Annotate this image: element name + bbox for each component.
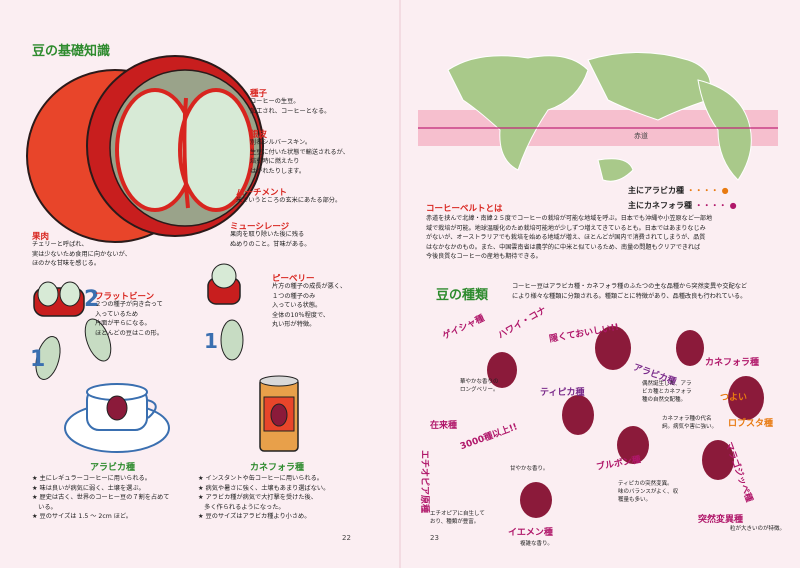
legend-arabica: 主にアラビカ種 ・・・・ ● bbox=[628, 185, 729, 196]
peaberry-illustration: 1 bbox=[204, 263, 244, 361]
label-canephora-hand: カネフォラ種 bbox=[705, 358, 760, 368]
legend-canephora-marker: ・・・・ ● bbox=[694, 201, 737, 210]
gutter bbox=[399, 0, 401, 568]
varieties-text: コーヒー豆はアラビカ種・カネフォラ種のふたつの主な品種から突然変異や交配など に… bbox=[512, 283, 748, 300]
label-mutation: 突然変異種 bbox=[698, 515, 744, 525]
label-kaniku-text: チェリーと呼ばれ、 実は少ないため食用に向かないが、 ほのかな甘味を感じる。 bbox=[32, 241, 131, 268]
note-ethiopia: エチオピアに自生して おり、種類が豊富。 bbox=[430, 511, 485, 525]
note-typica: ティピカの突然変異。 味のバランスがよく、収 穫量も多い。 bbox=[618, 481, 679, 503]
label-ethiopia: エチオピア原種 bbox=[419, 450, 429, 514]
label-ginpi-title: 銀皮 bbox=[250, 130, 268, 140]
label-ginpi-text: 別名シルバースキン。 生豆に付いた状態で輸送されるが、 焙煎時に燃えたり はがれ… bbox=[250, 139, 349, 175]
note-geisha: 華やかな香りの ロングベリー。 bbox=[460, 379, 499, 393]
legend-arabica-marker: ・・・・ ● bbox=[686, 186, 729, 195]
legend-arabica-label: 主にアラビカ種 bbox=[628, 186, 684, 195]
page-title-left: 豆の基礎知識 bbox=[32, 44, 111, 59]
label-peaberry-title: ピーベリー bbox=[272, 274, 315, 284]
legend-canephora-label: 主にカネフォラ種 bbox=[628, 201, 692, 210]
coffee-cup-illustration bbox=[64, 383, 170, 453]
flatbean-illustration: 1 2 bbox=[30, 281, 112, 380]
label-mucilage-title: ミューシレージ bbox=[230, 222, 290, 232]
note-canephora: カネフォラ種の代名 詞。病気や害に強い。 bbox=[662, 416, 718, 430]
right-page: 赤道 主にアラビカ種 ・・・・ ● 主にカネフォラ種 ・・・・ ● コーヒーベル… bbox=[400, 0, 800, 568]
label-shushi-text: コーヒーの生豆。 加工され、コーヒーとなる。 bbox=[250, 98, 331, 115]
svg-text:2: 2 bbox=[84, 287, 99, 312]
svg-text:1: 1 bbox=[30, 347, 45, 372]
canephora-text: ★ インスタントや缶コーヒーに用いられる。 ★ 病気や暑さに強く、土壌もあまり選… bbox=[198, 475, 330, 521]
left-page: 豆の基礎知識 種子 コーヒーの生豆。 加工され、コーヒーとなる。 銀皮 別名シル… bbox=[26, 44, 351, 542]
label-flatbean-text: ２つの種子が向き合って 入っているため 片面が平らになる。 ほとんどの豆はこの形… bbox=[95, 301, 163, 337]
arabica-title: アラビカ種 bbox=[90, 463, 136, 473]
coffee-belt-title: コーヒーベルトとは bbox=[426, 204, 503, 214]
label-parchment-title: パーチメント bbox=[236, 188, 288, 198]
note-maragogype: 粒が大きいのが特徴。 bbox=[730, 526, 786, 532]
label-typica: ティピカ種 bbox=[540, 388, 585, 398]
label-mucilage-text: 果肉を取り除いた後に残る ぬめりのこと。甘味がある。 bbox=[230, 231, 311, 248]
equator-label: 赤道 bbox=[634, 132, 648, 140]
varieties-title: 豆の種類 bbox=[436, 288, 489, 303]
svg-text:1: 1 bbox=[204, 329, 218, 353]
legend-canephora: 主にカネフォラ種 ・・・・ ● bbox=[628, 200, 737, 211]
coffee-belt-text: 赤道を挟んで北緯・南緯２５度でコーヒーの栽培が可能な地域を呼ぶ。日本でも沖縄や小… bbox=[426, 215, 713, 261]
label-zairai: 在来種 bbox=[430, 421, 458, 431]
label-shushi-title: 種子 bbox=[250, 89, 268, 99]
label-strong: つよい bbox=[720, 393, 748, 403]
page-number-left: 22 bbox=[342, 534, 351, 542]
note-yemen: 複雑な香り。 bbox=[520, 541, 553, 547]
arabica-text: ★ 主にレギュラーコーヒーに用いられる。 ★ 味は良いが病気に弱く、土壌を選ぶ。… bbox=[32, 475, 170, 521]
note-arabica: 偶然誕生した、アラ ビカ種とカネフォラ 種の自然交配種。 bbox=[642, 381, 692, 403]
canephora-title: カネフォラ種 bbox=[250, 463, 305, 473]
label-yemen: イエメン種 bbox=[508, 528, 553, 538]
world-map bbox=[418, 52, 778, 182]
label-parchment-text: 米でいうところの玄米にあたる部分。 bbox=[236, 197, 342, 204]
label-flatbean-title: フラットビーン bbox=[95, 292, 155, 302]
label-peaberry-text: 片方の種子の成長が悪く、 １つの種子のみ 入っている状態。 全体の10％程度で、… bbox=[272, 283, 347, 329]
page-number-right: 23 bbox=[430, 534, 439, 542]
label-kaniku-title: 果肉 bbox=[32, 232, 50, 242]
coffee-cherry-illustration bbox=[26, 55, 264, 243]
label-robusta: ロブスタ種 bbox=[728, 419, 774, 429]
coffee-can-illustration bbox=[259, 375, 299, 452]
note-bourbon: 甘やかな香り。 bbox=[510, 466, 549, 472]
variety-illustration bbox=[487, 326, 764, 518]
